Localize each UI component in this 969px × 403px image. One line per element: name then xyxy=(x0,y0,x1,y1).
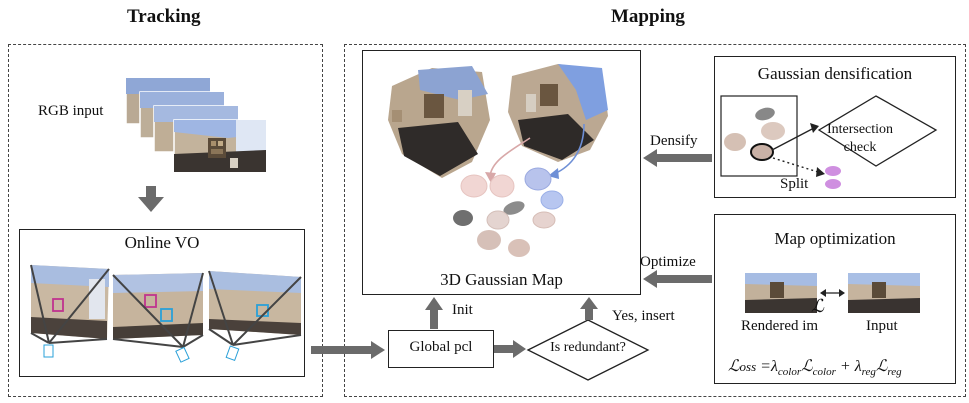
split-label: Split xyxy=(780,176,809,192)
densify-label: Densify xyxy=(650,133,698,149)
gaussian-map-title: 3D Gaussian Map xyxy=(440,270,563,289)
densification-title: Gaussian densification xyxy=(757,64,913,83)
rgb-frame-stack xyxy=(125,77,267,173)
optimize-label: Optimize xyxy=(640,254,696,270)
map-optimization-visual xyxy=(745,273,920,313)
online-vo-cameras xyxy=(30,264,302,363)
vo-to-pcl-arrow xyxy=(311,341,385,359)
optimize-arrow xyxy=(643,270,712,288)
reconstruction-right xyxy=(508,64,608,162)
tracking-section xyxy=(8,44,323,397)
mapping-heading: Mapping xyxy=(611,6,685,27)
input-image xyxy=(848,273,920,313)
camera-view-2 xyxy=(112,272,204,363)
intersection-check-label: Intersection check xyxy=(826,122,894,155)
densification-visual xyxy=(720,95,938,189)
online-vo-title: Online VO xyxy=(124,233,200,252)
tracking-heading: Tracking xyxy=(127,6,201,27)
mapping-section xyxy=(344,44,966,397)
camera-view-1 xyxy=(30,264,110,358)
down-arrow xyxy=(138,186,164,212)
init-label: Init xyxy=(452,302,473,318)
rendered-image xyxy=(745,273,817,313)
rgb-input-label: RGB input xyxy=(38,103,104,119)
rendered-label: Rendered im xyxy=(741,318,819,334)
gaussian-map-visual xyxy=(388,64,608,257)
yes-insert-label: Yes, insert xyxy=(612,308,675,324)
intersection-check-diamond xyxy=(817,95,938,167)
is-redundant-diamond xyxy=(526,319,650,381)
global-pcl-label: Global pcl xyxy=(409,339,473,355)
loss-formula: ℒoss =λcolorℒcolor + λregℒreg xyxy=(728,358,902,379)
densify-arrow xyxy=(643,149,712,167)
input-label: Input xyxy=(866,318,898,334)
global-pcl-box xyxy=(388,330,494,368)
rgb-frame-4 xyxy=(173,119,267,173)
gaussian-ellipses xyxy=(453,167,564,257)
loss-symbol: ℒ xyxy=(811,296,824,316)
yes-insert-arrow xyxy=(580,297,598,320)
init-arrow xyxy=(425,297,443,329)
pcl-to-redundant-arrow xyxy=(494,340,526,358)
reconstruction-left xyxy=(388,66,490,178)
is-redundant-label: Is redundant? xyxy=(550,340,626,355)
camera-view-3 xyxy=(208,270,302,361)
map-optimization-title: Map optimization xyxy=(774,229,896,248)
